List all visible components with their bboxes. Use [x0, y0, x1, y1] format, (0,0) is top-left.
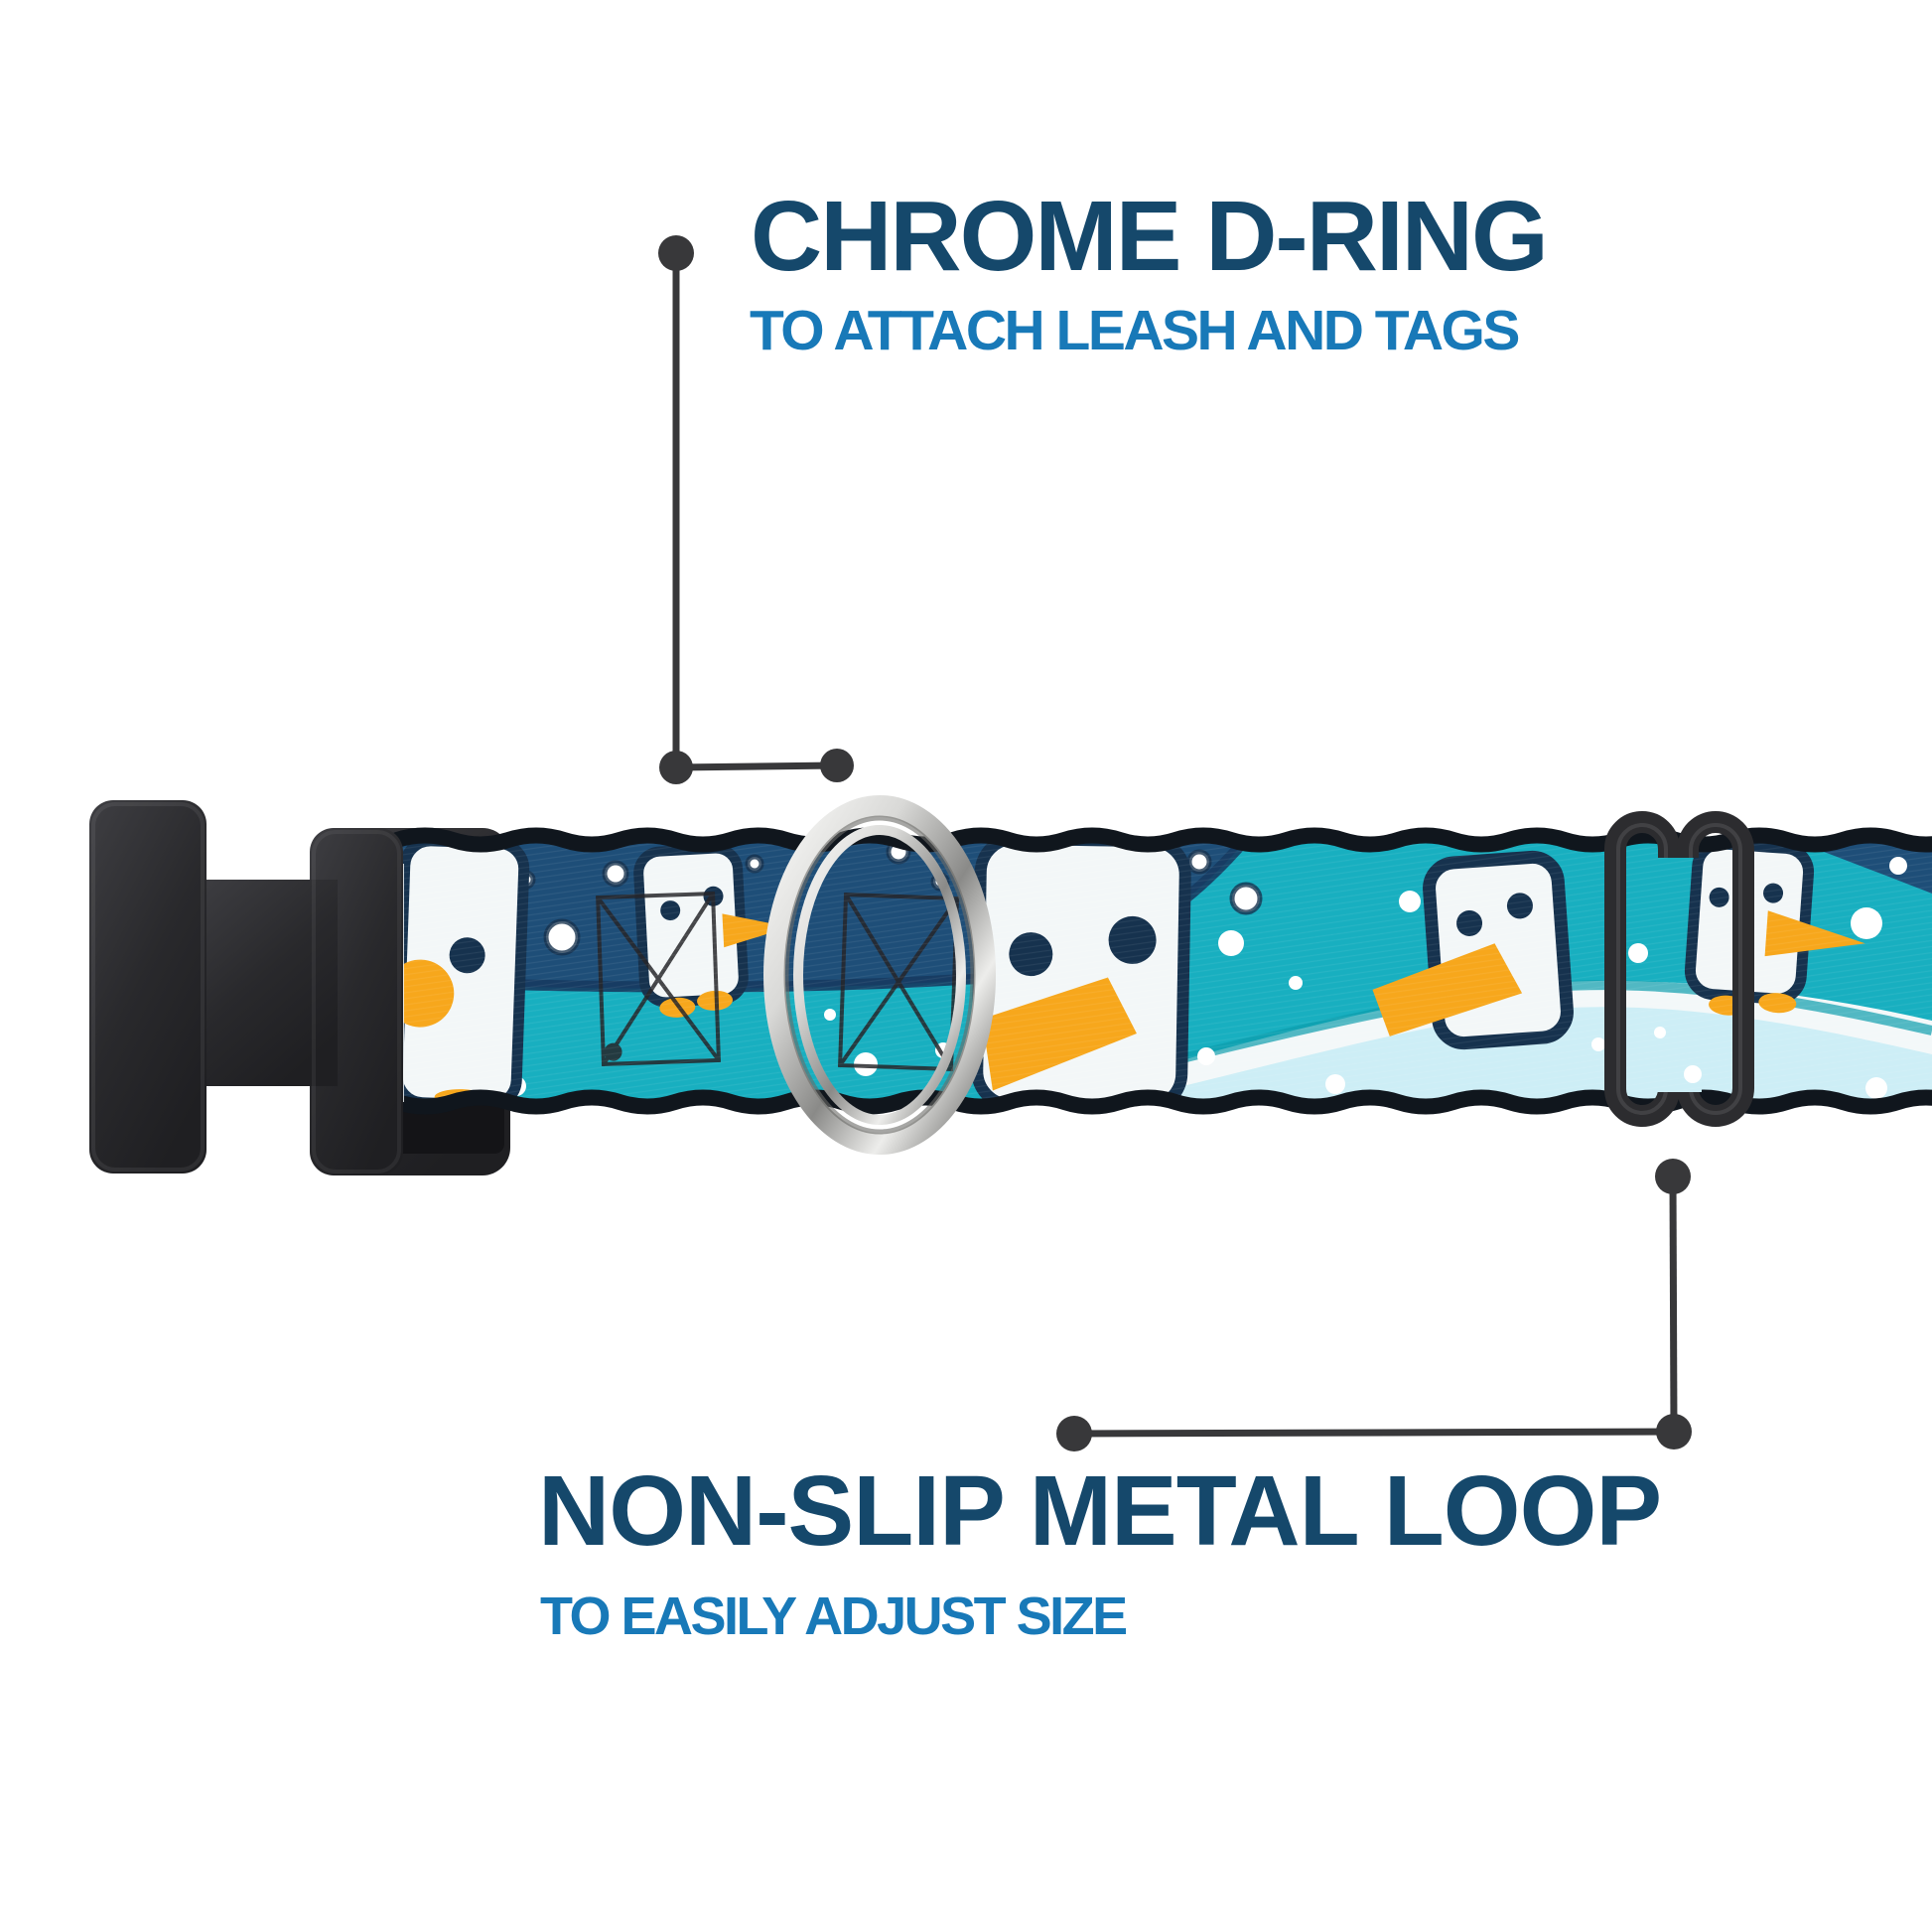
- callout-top-connector: [658, 235, 854, 784]
- callout-dot: [820, 749, 854, 782]
- callout-top-title: CHROME D-RING: [751, 181, 1549, 292]
- callout-bottom-subtitle: TO EASILY ADJUST SIZE: [540, 1587, 1128, 1646]
- callout-bottom-connector: [1056, 1159, 1692, 1451]
- callout-bottom-title: NON-SLIP METAL LOOP: [538, 1455, 1662, 1567]
- callout-dot: [1056, 1416, 1092, 1451]
- callout-dot: [658, 235, 694, 271]
- callout-dot: [1655, 1159, 1691, 1194]
- callout-top-subtitle: TO ATTACH LEASH AND TAGS: [750, 299, 1520, 362]
- plastic-buckle: [89, 800, 403, 1175]
- callout-dot: [659, 751, 693, 784]
- chrome-d-ring: [763, 795, 996, 1155]
- callout-dot: [1656, 1414, 1692, 1449]
